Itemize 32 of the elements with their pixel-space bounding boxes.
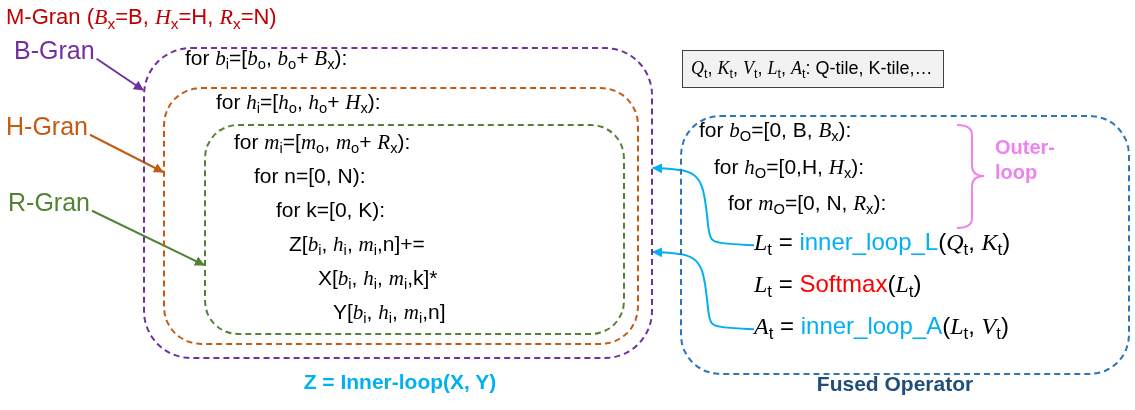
arrow — [652, 247, 755, 331]
code-line: for k=[0, K): — [276, 198, 386, 223]
code-line: A$_{t}$ = inner_loop_A(L$_{t}$, V$_{t}$) — [754, 312, 1009, 341]
code-line: for m$_{O}$=[0, N, R$_{x}$): — [728, 191, 887, 216]
bracket-label: Outer- loop — [995, 135, 1056, 185]
code-line: Q$_{t}$, K$_{t}$, V$_{t}$, L$_{t}$, A$_{t}$: Q-tile, K-tile,… — [691, 58, 933, 79]
granularity-note: M-Gran (B$_{x}$=B, H$_{x}$=H, R$_{x}$=N) — [6, 4, 277, 30]
legend-box — [682, 50, 944, 88]
arrow — [95, 57, 144, 91]
code-line: Y[b$_{i}$, h$_{i}$, m$_{i}$,n] — [333, 300, 446, 325]
code-line: Z[b$_{i}$, h$_{i}$, m$_{i}$,n]+= — [289, 232, 425, 257]
fused-operator-box — [680, 115, 1130, 375]
code-line: for h$_{O}$=[0,H, H$_{x}$): — [714, 155, 865, 180]
loop-box — [204, 124, 625, 335]
code-line: L$_{t}$ = Softmax(L$_{t}$) — [754, 270, 922, 299]
loop-box — [163, 87, 639, 345]
code-line: for n=[0, N): — [254, 164, 366, 189]
code-line: L$_{t}$ = inner_loop_L(Q$_{t}$, K$_{t}$) — [754, 228, 1011, 257]
arrow — [88, 133, 164, 173]
code-line: for h$_{i}$=[h$_{o}$, h$_{o}$+ H$_{x}$): — [216, 90, 381, 115]
box-caption: Fused Operator — [816, 372, 974, 397]
box-caption: Z = Inner-loop(X, Y) — [303, 370, 497, 395]
arrow — [90, 209, 205, 266]
granularity-label: H-Gran — [6, 112, 88, 141]
arrow — [652, 163, 755, 247]
loop-box — [143, 47, 653, 359]
code-line: for m$_{i}$=[m$_{o}$, m$_{o}$+ R$_{x}$): — [234, 130, 411, 155]
code-line: X[b$_{i}$, h$_{i}$, m$_{i}$,k]* — [318, 266, 438, 291]
code-line: for b$_{i}$=[b$_{o}$, b$_{o}$+ B$_{x}$): — [185, 46, 348, 71]
granularity-label: B-Gran — [14, 36, 95, 65]
granularity-label: R-Gran — [8, 188, 90, 217]
code-line: for b$_{O}$=[0, B, B$_{x}$): — [699, 118, 852, 143]
